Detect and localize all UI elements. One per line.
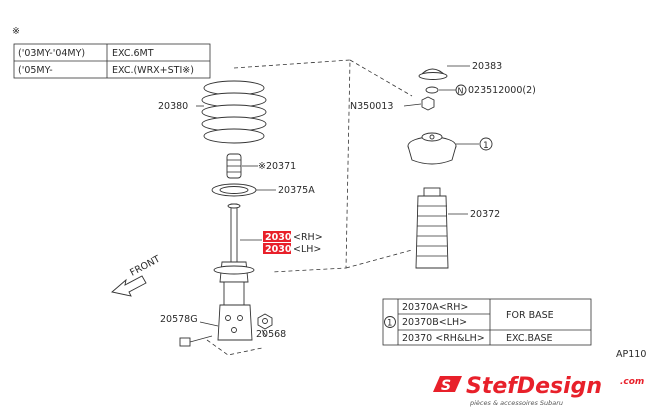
notes-row2-years: ('05MY-: [18, 65, 53, 76]
top-cap: [418, 68, 448, 80]
legend-callout: 1: [387, 319, 392, 329]
diagram-code: AP110: [616, 349, 646, 360]
nut: [257, 313, 273, 330]
strut-rh-highlight: [263, 231, 291, 242]
n-callout-circle: [455, 84, 467, 96]
washer: [425, 86, 439, 94]
strut-lh-side: <LH>: [293, 244, 321, 255]
label-20578G: 20578G: [160, 314, 198, 325]
legend-table: 1 20370A<RH> 20370B<LH> 20370 <RH&LH> FO…: [382, 298, 592, 346]
logo-letter: S: [441, 378, 451, 394]
front-arrow-icon: [111, 275, 147, 297]
label-023512000: 023512000(2): [468, 85, 536, 96]
strut-assembly: [213, 203, 255, 341]
brand-logo: S StefDesign .com pièces & accessoires S…: [433, 374, 644, 407]
brand-name: StefDesign: [466, 374, 602, 399]
lock-nut: [421, 96, 435, 111]
bolt: [179, 335, 213, 347]
label-20371: ※20371: [258, 161, 296, 172]
asterisk-mark: ※: [12, 26, 20, 37]
legend-row2-part: 20370B<LH>: [402, 317, 467, 328]
bump-stop: [226, 153, 242, 179]
front-label: FRONT: [128, 254, 162, 279]
callout-1-number: 1: [483, 141, 489, 151]
n-callout-letter: N: [458, 87, 464, 96]
label-20568: 20568: [256, 329, 286, 340]
label-20372: 20372: [470, 209, 500, 220]
label-20375A: 20375A: [278, 185, 315, 196]
label-20380: 20380: [158, 101, 188, 112]
assembly-dashed-outline: [206, 59, 413, 356]
brand-dotcom: .com: [620, 377, 644, 387]
strut-lh-highlight: [263, 243, 291, 254]
legend-row1-note: FOR BASE: [506, 310, 554, 321]
strut-rh-code: 20301: [265, 232, 298, 243]
brand-tagline: pièces & accessoires Subaru: [469, 399, 563, 407]
dust-boot: [415, 187, 449, 269]
notes-row1-condition: EXC.6MT: [112, 48, 154, 59]
label-N350013: N350013: [350, 101, 393, 112]
strut-lh-code: 20302: [265, 244, 298, 255]
strut-mount: [407, 132, 457, 165]
spring-seat: [211, 183, 257, 197]
legend-row1-part: 20370A<RH>: [402, 302, 468, 313]
legend-row3-part: 20370 <RH&LH>: [402, 333, 485, 344]
notes-row1-years: ('03MY-'04MY): [18, 48, 85, 59]
notes-row2-condition: EXC.(WRX+STI※): [112, 65, 194, 76]
legend-row3-note: EXC.BASE: [506, 333, 553, 344]
notes-table: ('03MY-'04MY) EXC.6MT ('05MY- EXC.(WRX+S…: [13, 43, 211, 79]
coil-spring: [201, 80, 267, 144]
strut-rh-side: <RH>: [293, 232, 323, 243]
callout-1-circle: [479, 137, 493, 151]
label-20383: 20383: [472, 61, 502, 72]
